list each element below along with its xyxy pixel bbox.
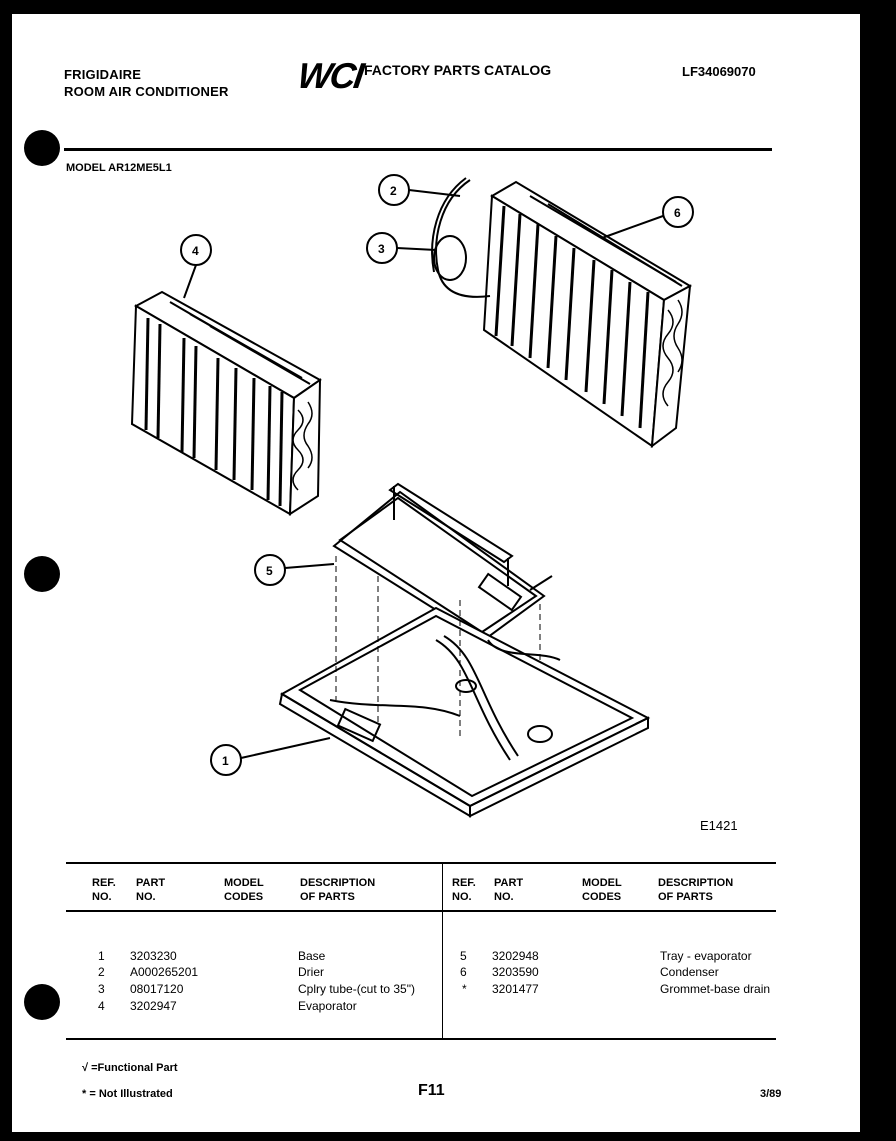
- alignment-lines-drawing: [335, 556, 541, 740]
- evaporator-tray-drawing: [332, 482, 553, 642]
- catalog-date: 3/89: [760, 1088, 782, 1100]
- callout-label-4: 4: [192, 244, 199, 258]
- table-column-divider: [442, 864, 443, 1038]
- ref-no: 5: [460, 949, 467, 963]
- punch-hole-middle: [24, 556, 60, 592]
- product-line: ROOM AIR CONDITIONER: [64, 84, 229, 99]
- part-no: 3201477: [492, 982, 539, 996]
- drier-and-capillary-drawing: [431, 177, 491, 298]
- part-description: Drier: [298, 965, 324, 979]
- diagram-id: E1421: [700, 818, 738, 833]
- table-top-rule: [66, 862, 776, 864]
- brand-block: FRIGIDAIRE ROOM AIR CONDITIONER: [64, 66, 229, 100]
- catalog-title: FACTORY PARTS CATALOG: [364, 62, 552, 78]
- callout-1: 1: [210, 737, 331, 776]
- part-no: 3202948: [492, 949, 539, 963]
- header-ref: REF.NO.: [92, 877, 116, 903]
- part-description: Base: [298, 949, 326, 963]
- callout-5: 5: [254, 554, 335, 586]
- part-no: 3203590: [492, 965, 539, 979]
- brand-name: FRIGIDAIRE: [64, 67, 142, 82]
- base-pan-drawing: [278, 606, 651, 818]
- ref-no: *: [462, 982, 467, 996]
- callout-label-1: 1: [222, 754, 229, 768]
- model-label: MODEL AR12ME5L1: [66, 162, 172, 174]
- part-no: 3203230: [130, 949, 177, 963]
- part-description: Cplry tube-(cut to 35"): [298, 982, 415, 996]
- callout-label-2: 2: [390, 184, 397, 198]
- catalog-number: LF34069070: [682, 64, 756, 79]
- header-ref-right: REF.NO.: [452, 877, 476, 903]
- callout-6: 6: [601, 196, 694, 239]
- callout-label-3: 3: [378, 242, 385, 256]
- callout-3: 3: [366, 232, 437, 264]
- ref-no: 6: [460, 965, 467, 979]
- table-bottom-rule: [66, 1038, 776, 1040]
- table-header-rule: [66, 910, 776, 912]
- header-rule: [64, 148, 772, 151]
- part-description: Condenser: [660, 965, 719, 979]
- page-number: F11: [418, 1082, 445, 1099]
- part-description: Tray - evaporator: [660, 949, 752, 963]
- evaporator-coil-drawing: [130, 290, 322, 516]
- part-no: 3202947: [130, 999, 177, 1013]
- punch-hole-bottom: [24, 984, 60, 1020]
- part-description: Evaporator: [298, 999, 357, 1013]
- punch-hole-top: [24, 130, 60, 166]
- part-no: A000265201: [130, 965, 199, 979]
- ref-no: 4: [98, 999, 105, 1013]
- ref-no: 3: [98, 982, 105, 996]
- exploded-parts-diagram: 1 2 3 4 5 6: [130, 174, 694, 818]
- ref-no: 2: [98, 965, 105, 979]
- callout-label-5: 5: [266, 564, 273, 578]
- condenser-coil-drawing: [482, 180, 693, 449]
- not-illustrated-note: * = Not Illustrated: [82, 1088, 173, 1100]
- callout-label-6: 6: [674, 206, 681, 220]
- callout-4: 4: [180, 234, 212, 299]
- part-no: 08017120: [130, 982, 184, 996]
- functional-part-note: √ =Functional Part: [82, 1062, 178, 1074]
- callout-2: 2: [378, 174, 461, 206]
- ref-no: 1: [98, 949, 105, 963]
- part-description: Grommet-base drain: [660, 982, 771, 996]
